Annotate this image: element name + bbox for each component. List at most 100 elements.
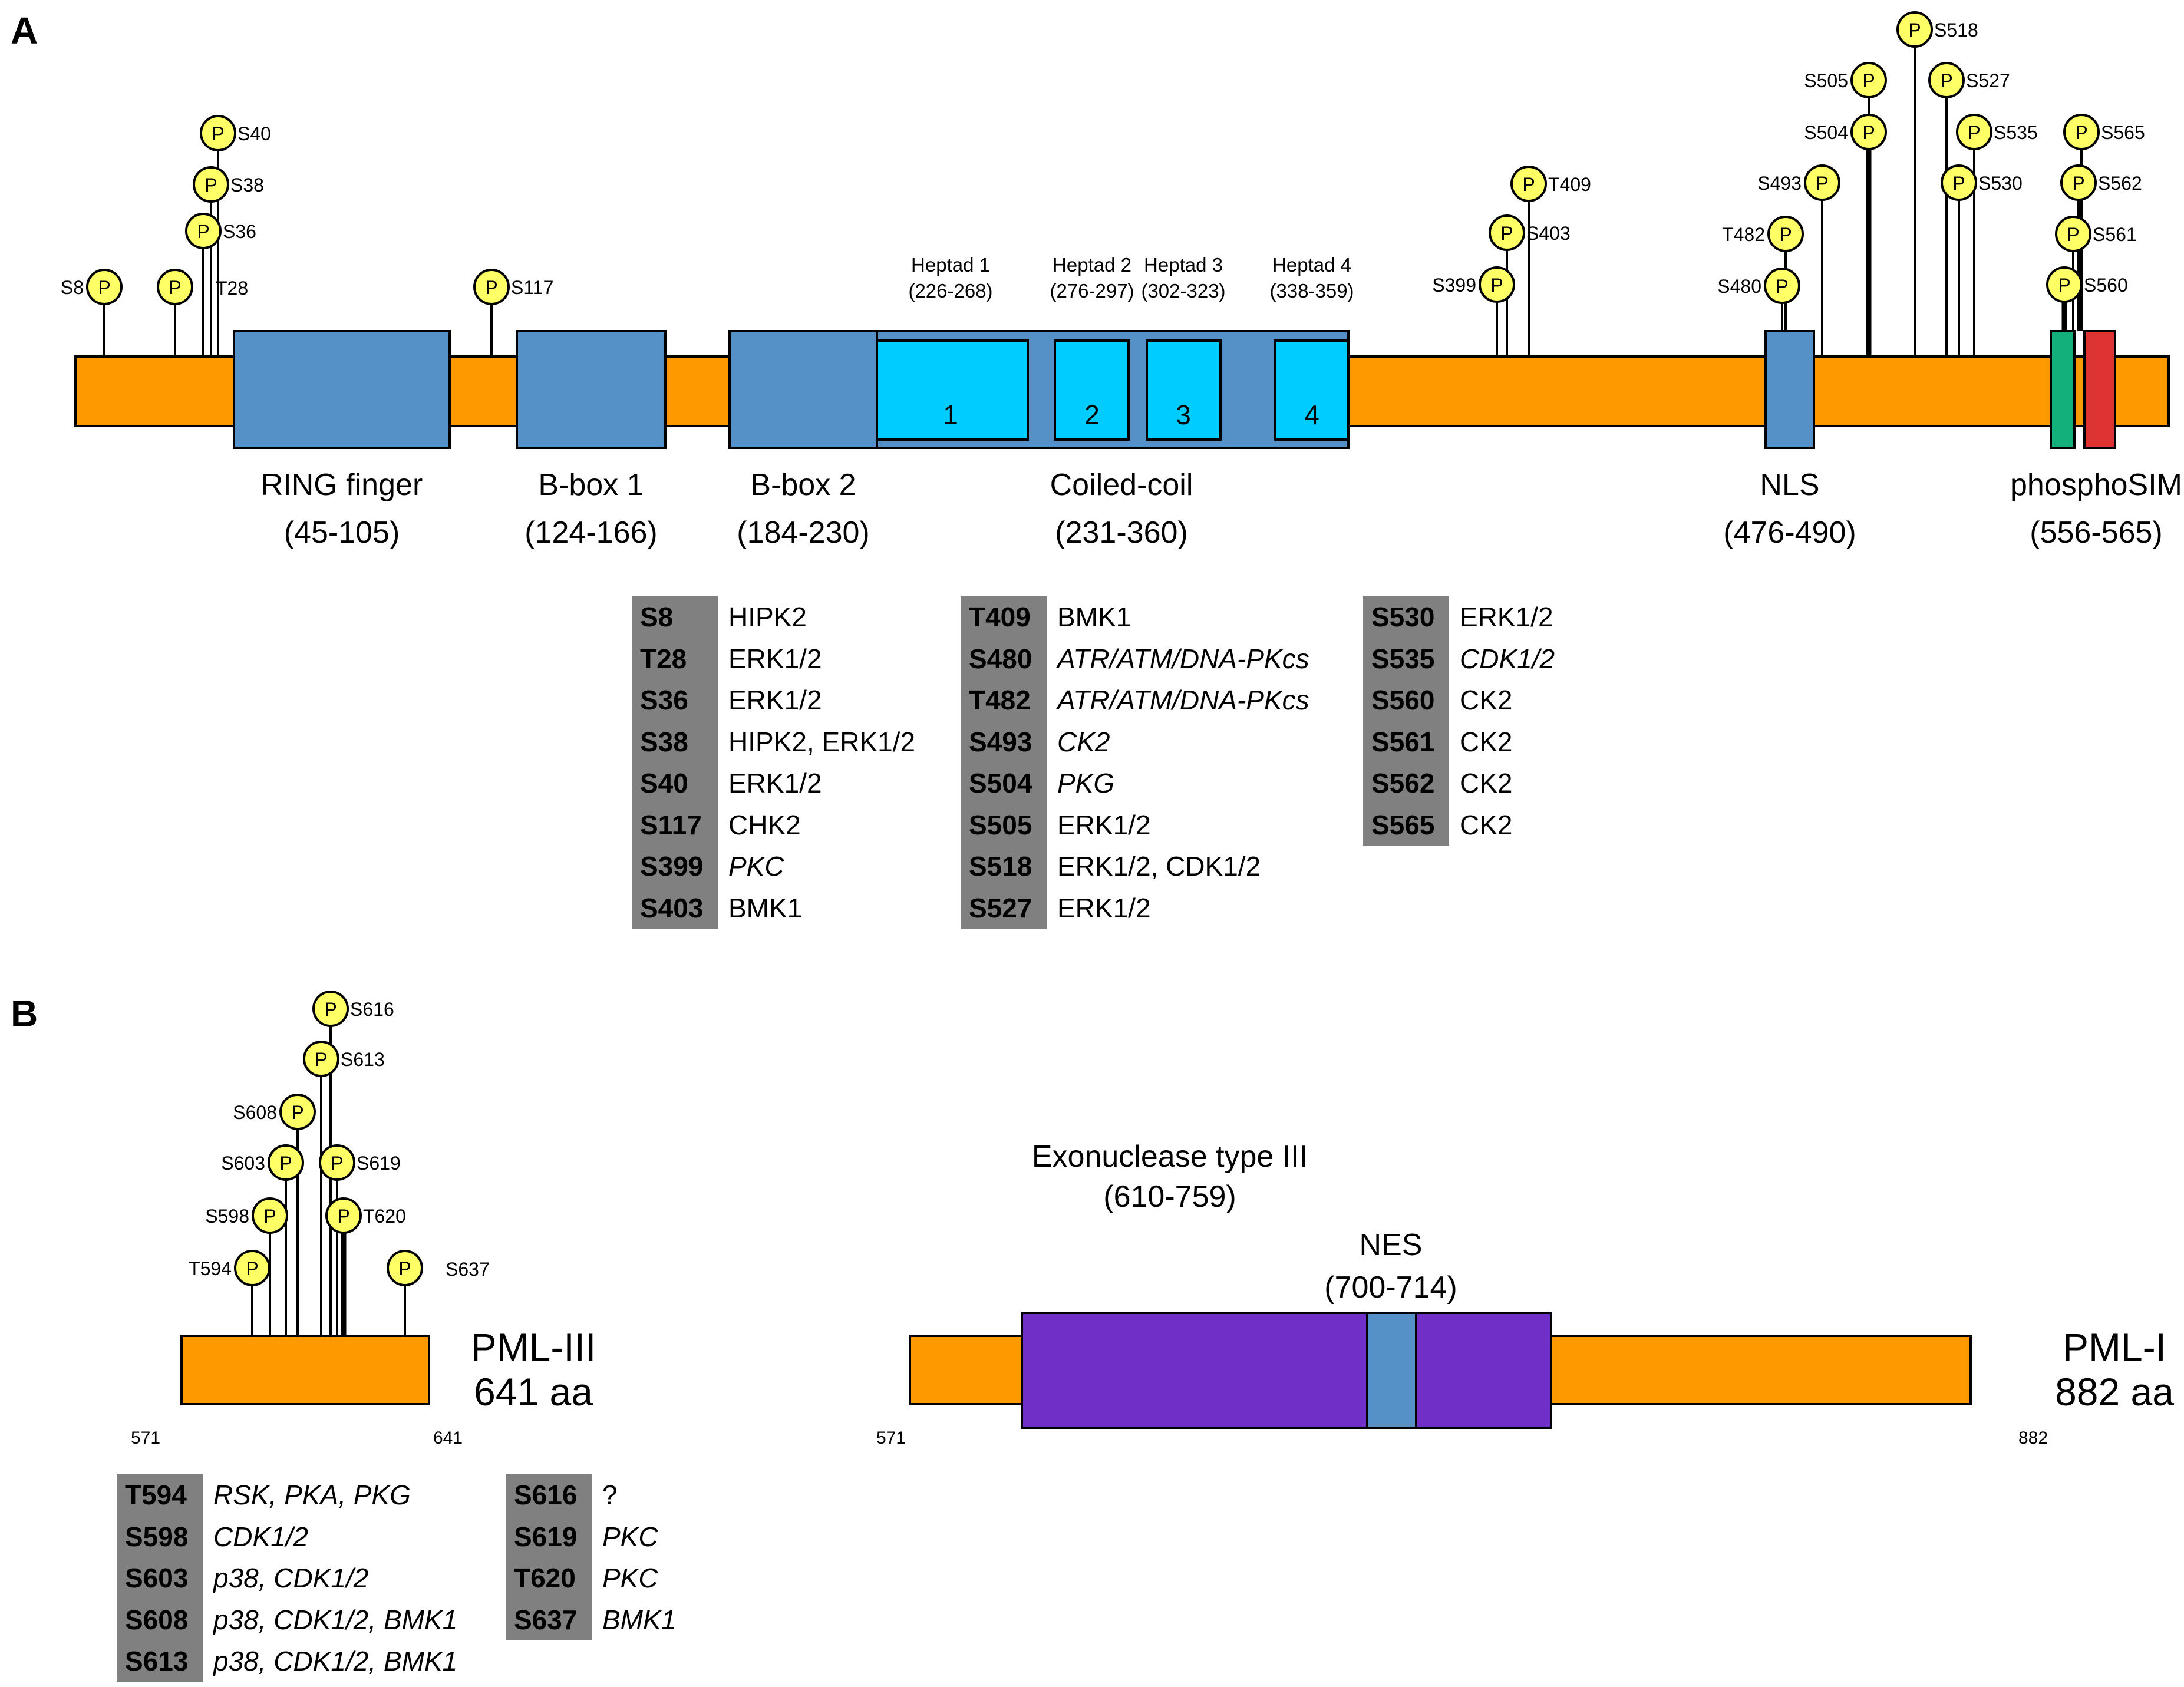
bubbles-layer <box>86 11 2100 1286</box>
a-phospho-s565-icon <box>2063 114 2100 150</box>
site-cell: S535 <box>1363 638 1449 679</box>
a-phospho-s527-icon <box>1928 62 1965 98</box>
kinase-cell: ATR/ATM/DNA-PKcs <box>1057 685 1309 716</box>
coiled-range: (231-360) <box>1055 516 1187 550</box>
a-site-label-s504: S504 <box>1804 122 1848 143</box>
a-site-label-s527: S527 <box>1966 70 2010 91</box>
a-site-label-s399: S399 <box>1432 275 1476 296</box>
panel-b-letter: B <box>11 992 38 1035</box>
kinase-cell: BMK1 <box>728 892 803 923</box>
kinase-cell: ERK1/2, CDK1/2 <box>1057 851 1261 882</box>
a-phospho-symbol-s535: P <box>1968 122 1980 143</box>
site-cell: S480 <box>961 638 1047 679</box>
table-row: S598 CDK1/2 <box>117 1516 457 1557</box>
pml-i-end: 882 <box>2018 1428 2048 1448</box>
heptad-4-number: 4 <box>1304 400 1319 430</box>
pml-iii-end: 641 <box>433 1428 463 1448</box>
site-cell: S505 <box>961 804 1047 846</box>
site-cell: S38 <box>632 721 718 762</box>
nes-label: NES <box>1360 1228 1423 1262</box>
kinase-cell: PKG <box>1057 768 1115 799</box>
panel-a-letter: A <box>11 9 38 52</box>
kinase-cell: PKC <box>602 1563 658 1594</box>
site-cell: S598 <box>117 1516 203 1557</box>
kinase-cell: p38, CDK1/2, BMK1 <box>213 1646 458 1677</box>
heptad-1-box <box>876 339 1029 441</box>
a-phospho-symbol-s36: P <box>197 221 209 242</box>
a-phospho-symbol-s505: P <box>1862 70 1875 91</box>
b-phospho-symbol-t620: P <box>337 1206 349 1227</box>
sim-label: phosphoSIM <box>2010 468 2182 502</box>
a-phospho-s399-icon <box>1479 266 1515 303</box>
site-cell: S619 <box>506 1516 592 1557</box>
a-phospho-t482-icon <box>1767 216 1804 252</box>
exonuclease-range: (610-759) <box>1103 1180 1236 1214</box>
heptad-2-box <box>1054 339 1130 441</box>
b-box-1-domain <box>516 330 667 449</box>
a-site-label-s40: S40 <box>237 123 271 144</box>
heptad-1-name: Heptad 1 <box>911 254 990 276</box>
a-phospho-symbol-s40: P <box>212 123 224 144</box>
site-cell: S518 <box>961 846 1047 887</box>
phosphosim-sim-box <box>2083 330 2116 449</box>
a-phospho-symbol-s38: P <box>204 174 217 196</box>
b-phospho-s619-icon <box>319 1144 355 1181</box>
a-phospho-symbol-s562: P <box>2072 173 2084 194</box>
kinase-cell: ERK1/2 <box>1057 809 1151 840</box>
a-phospho-symbol-s518: P <box>1908 19 1921 41</box>
nes-domain <box>1366 1312 1417 1429</box>
kinase-cell: BMK1 <box>1057 602 1131 633</box>
kinase-cell: CHK2 <box>728 809 801 840</box>
kinase-cell: ERK1/2 <box>728 643 822 674</box>
b-phospho-symbol-s619: P <box>331 1153 343 1174</box>
site-cell: S608 <box>117 1599 203 1640</box>
pml-iii-backbone <box>180 1335 430 1405</box>
a-phospho-s562-icon <box>2060 164 2097 201</box>
a-site-label-s518: S518 <box>1934 19 1978 41</box>
site-cell: S616 <box>506 1474 592 1516</box>
kinase-cell: CDK1/2 <box>213 1521 309 1552</box>
pml-i-start: 571 <box>876 1428 906 1448</box>
b-box-2-domain <box>728 330 878 449</box>
a-phospho-s40-icon <box>200 115 236 151</box>
site-cell: S8 <box>632 596 718 638</box>
a-site-label-s505: S505 <box>1804 70 1848 91</box>
ring-range: (45-105) <box>284 516 400 550</box>
b-phospho-symbol-s613: P <box>315 1049 327 1070</box>
a-phospho-symbol-t482: P <box>1779 224 1792 245</box>
heptad-4-name: Heptad 4 <box>1272 254 1351 276</box>
site-cell: S40 <box>632 762 718 804</box>
site-cell: S493 <box>961 721 1047 762</box>
shapes-layer <box>74 330 2170 1429</box>
b-phospho-t594-icon <box>234 1250 270 1286</box>
exonuclease-domain <box>1021 1312 1552 1429</box>
bbox2-label: B-box 2 <box>750 468 856 502</box>
a-phospho-symbol-t28: P <box>169 277 181 298</box>
a-site-label-t28: T28 <box>216 278 248 299</box>
nes-range: (700-714) <box>1324 1270 1457 1305</box>
a-site-label-s8: S8 <box>61 277 84 298</box>
a-phospho-symbol-s480: P <box>1776 276 1788 297</box>
a-phospho-s117-icon <box>473 269 510 305</box>
site-cell: S560 <box>1363 679 1449 721</box>
b-phospho-s637-icon <box>387 1250 423 1286</box>
kinase-cell: CK2 <box>1460 809 1513 840</box>
b-phospho-symbol-s603: P <box>279 1153 292 1174</box>
a-site-label-s403: S403 <box>1526 223 1571 244</box>
kinase-cell: PKC <box>728 851 784 882</box>
a-phospho-symbol-s565: P <box>2075 122 2087 143</box>
b-site-label-s637: S637 <box>446 1259 490 1280</box>
